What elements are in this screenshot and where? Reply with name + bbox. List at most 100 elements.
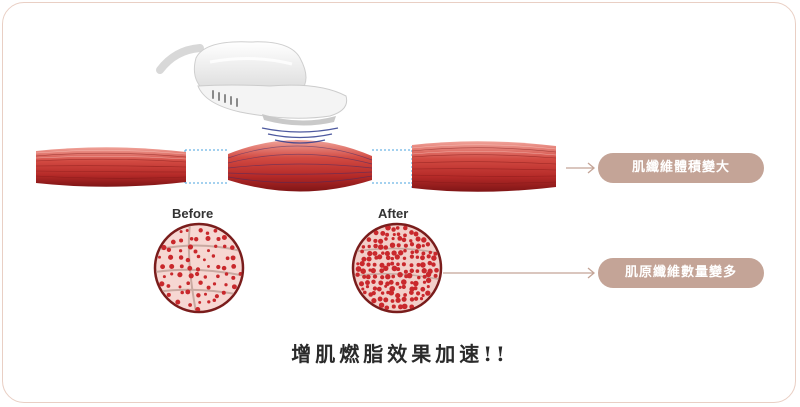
cross-section-before: [153, 222, 245, 314]
fiber-dot: [196, 254, 201, 259]
fiber-dot: [206, 249, 211, 253]
ems-handpiece-icon: [156, 41, 348, 126]
callout-fiber-volume: 肌纖維體積變大: [598, 153, 764, 183]
fiber-dot: [178, 285, 182, 289]
fiber-dot: [379, 268, 385, 274]
fiber-dot: [195, 267, 201, 272]
fiber-dot: [403, 293, 407, 297]
fiber-dot: [415, 255, 420, 259]
fiber-dot: [396, 232, 401, 236]
fiber-dot: [221, 290, 226, 295]
fiber-dot: [390, 261, 395, 266]
fiber-dot: [384, 305, 390, 311]
fiber-dot: [371, 298, 377, 304]
fiber-dot: [198, 300, 202, 304]
fiber-dot: [214, 244, 218, 248]
fiber-dot: [385, 274, 391, 280]
fiber-dot: [169, 264, 175, 269]
fiber-dot: [415, 243, 422, 249]
fiber-dot: [409, 254, 414, 259]
fiber-dot: [203, 275, 208, 279]
fiber-dot: [398, 304, 403, 310]
fiber-dot: [391, 227, 396, 232]
fiber-dot: [402, 256, 407, 261]
fiber-dot: [420, 255, 425, 261]
fiber-dot: [378, 302, 385, 308]
fiber-dot: [224, 283, 228, 287]
fiber-dot: [383, 297, 389, 303]
fiber-dot: [397, 271, 403, 278]
fiber-dot: [409, 230, 414, 235]
fiber-dot: [362, 274, 367, 279]
fiber-dot: [178, 255, 184, 260]
fiber-dot: [409, 239, 413, 243]
fiber-dot: [159, 281, 165, 287]
fiber-dot: [175, 299, 181, 305]
fiber-dot: [428, 250, 432, 255]
fiber-dot: [186, 281, 191, 286]
fiber-dot: [390, 256, 395, 261]
fiber-dot: [377, 296, 383, 302]
arrow-right-icon: [443, 267, 596, 279]
fiber-dot: [365, 274, 371, 280]
fiber-dot: [205, 236, 211, 241]
fiber-dot: [383, 265, 389, 271]
fiber-dot: [194, 271, 200, 277]
fiber-dot: [395, 297, 401, 303]
fiber-dot: [383, 245, 389, 250]
fiber-dot: [198, 280, 203, 285]
fiber-dot: [160, 264, 166, 270]
callout-myofibril-count: 肌原纖維數量變多: [598, 258, 764, 288]
fiber-dot: [397, 235, 403, 241]
fiber-dot: [388, 279, 394, 285]
fiber-dot: [415, 236, 421, 242]
fiber-dot: [231, 284, 237, 290]
fiber-dot: [409, 290, 414, 295]
fiber-dot: [415, 291, 421, 296]
fiber-dot: [401, 262, 406, 267]
fiber-dot: [386, 262, 391, 267]
fiber-dot: [421, 251, 426, 256]
muscle-after: [411, 141, 557, 192]
fiber-dot: [413, 231, 419, 237]
fiber-dot: [417, 275, 421, 280]
fiber-dot: [384, 237, 388, 241]
fiber-dot: [372, 262, 377, 267]
fiber-dot: [391, 237, 395, 241]
fiber-dot: [198, 228, 203, 233]
fiber-dot: [420, 262, 426, 268]
fiber-dot: [425, 242, 431, 247]
fiber-dot: [370, 267, 376, 274]
fiber-dot: [380, 291, 385, 295]
fiber-dot: [392, 232, 396, 237]
fiber-dot: [202, 258, 206, 262]
fiber-dot: [188, 273, 194, 279]
frame-border: [2, 2, 796, 403]
fiber-dot: [433, 251, 438, 256]
fiber-dot: [193, 249, 198, 254]
label-after: After: [378, 206, 409, 221]
fiber-dot: [396, 267, 401, 272]
fiber-dot: [212, 282, 217, 286]
fiber-dot: [385, 281, 390, 287]
fiber-dot: [188, 303, 192, 307]
fiber-dot: [361, 245, 366, 249]
fiber-dot: [422, 274, 427, 279]
fiber-dot: [224, 272, 229, 276]
fiber-dot: [367, 250, 373, 257]
fiber-dot: [377, 244, 384, 250]
fiber-dot: [366, 262, 371, 267]
fiber-dot: [180, 290, 184, 295]
fiber-dot: [356, 262, 360, 266]
fiber-dot: [419, 297, 424, 301]
fiber-dot: [395, 226, 400, 230]
fiber-dot: [385, 255, 391, 261]
fiber-dot: [421, 237, 427, 243]
fiber-dot: [221, 265, 227, 271]
muscle-before: [35, 147, 187, 187]
fiber-dot: [216, 264, 221, 270]
fiber-dot: [425, 277, 432, 284]
fiber-dot: [376, 286, 382, 292]
fiber-dot: [403, 225, 408, 231]
